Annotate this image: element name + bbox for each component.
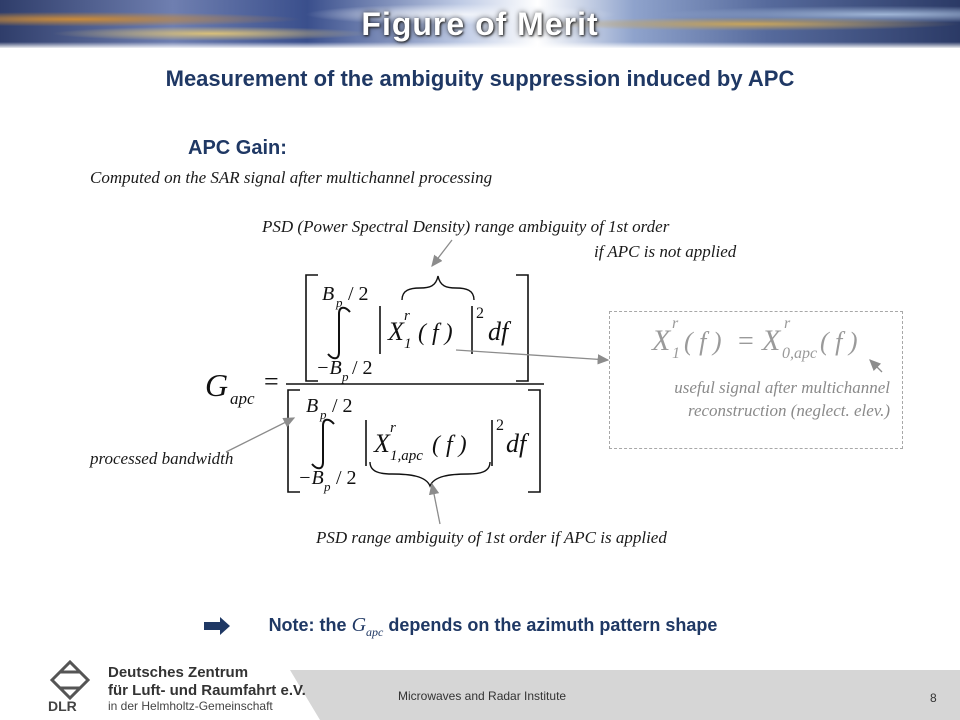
footer-institute: Microwaves and Radar Institute: [398, 689, 567, 703]
box-equals: =: [738, 326, 754, 357]
banner-sheen: [0, 42, 960, 48]
box-x-left: X: [651, 324, 672, 357]
note-suffix: depends on the azimuth pattern shape: [388, 615, 718, 635]
den-df: df: [506, 429, 530, 458]
equals-sign: =: [264, 367, 279, 396]
section-heading: APC Gain:: [188, 137, 287, 159]
numerator-right-bracket: [516, 274, 529, 382]
arrow-useful-label: [869, 359, 883, 373]
section-description: Computed on the SAR signal after multich…: [90, 168, 493, 187]
den-arg: ( f ): [432, 432, 467, 458]
num-x-sub: 1: [404, 336, 412, 352]
num-lower-limit-rest: / 2: [352, 357, 373, 379]
dlr-logo-icon: [49, 659, 91, 701]
note-symbol-main: G: [351, 614, 367, 636]
header-banner: Figure of Merit: [0, 0, 960, 48]
num-upper-limit-b: B: [322, 283, 334, 305]
num-lower-limit-b: −B: [316, 357, 342, 379]
box-x-left-sub: 1: [672, 345, 680, 362]
gain-symbol: G: [205, 367, 228, 403]
note-line: Note: the Gapc depends on the azimuth pa…: [0, 614, 960, 640]
right-arrow-icon: [204, 617, 230, 635]
num-lower-limit-sub: p: [341, 369, 349, 384]
den-lower-limit-b: −B: [298, 467, 324, 489]
den-lower-limit-sub: p: [323, 479, 331, 494]
footer-band: [290, 670, 960, 720]
psd-top-label-2: if APC is not applied: [594, 242, 737, 261]
den-x-sub: 1,apc: [390, 448, 423, 464]
box-x-right-sup: r: [784, 315, 791, 332]
num-df: df: [488, 317, 512, 346]
den-upper-limit-rest: / 2: [332, 395, 353, 417]
numerator-left-bracket: [305, 274, 318, 382]
processed-bandwidth-label: processed bandwidth: [90, 449, 234, 468]
box-x-left-sup: r: [672, 315, 679, 332]
psd-bottom-label: PSD range ambiguity of 1st order if APC …: [316, 528, 667, 547]
logo-line-3: in der Helmholtz-Gemeinschaft: [108, 699, 273, 713]
slide-subtitle: Measurement of the ambiguity suppression…: [165, 66, 795, 91]
useful-signal-line-1: useful signal after multichannel: [674, 378, 890, 397]
note-symbol-sub: apc: [366, 625, 384, 639]
num-upper-limit-sub: p: [335, 295, 343, 310]
den-x-symbol: X: [373, 429, 391, 458]
denominator-right-bracket: [528, 389, 541, 493]
gain-subscript: apc: [230, 389, 255, 408]
num-x-symbol: X: [387, 317, 405, 346]
psd-top-label: PSD (Power Spectral Density) range ambig…: [262, 217, 670, 236]
page-number: 8: [930, 691, 937, 705]
useful-signal-line-2: reconstruction (neglect. elev.): [687, 401, 890, 420]
den-power: 2: [496, 417, 504, 434]
logo-abbrev: DLR: [48, 698, 77, 714]
denominator-left-bracket: [287, 389, 300, 493]
num-power: 2: [476, 305, 484, 322]
arrow-psd-top: [431, 239, 453, 268]
arrow-psd-bottom: [428, 482, 441, 525]
den-lower-limit-rest: / 2: [336, 467, 357, 489]
logo-line-1: Deutsches Zentrum: [108, 664, 249, 681]
arrow-to-useful-box: [455, 349, 610, 365]
page-title: Figure of Merit: [361, 6, 599, 42]
box-x-right-sub: 0,apc: [782, 345, 817, 362]
useful-signal-box: [609, 311, 903, 449]
num-arg: ( f ): [418, 320, 453, 346]
box-x-left-arg: ( f ): [684, 327, 722, 356]
den-x-sup: r: [390, 420, 396, 436]
top-brace: [401, 275, 475, 301]
numerator-integral-sign: [327, 306, 351, 360]
arrow-processed-bandwidth: [225, 417, 296, 453]
note-prefix: Note: the: [268, 615, 347, 635]
box-x-right: X: [761, 324, 782, 357]
den-upper-limit-sub: p: [319, 407, 327, 422]
num-x-sup: r: [404, 308, 410, 324]
bottom-brace: [369, 461, 491, 488]
logo-line-2: für Luft- und Raumfahrt e.V.: [108, 682, 306, 699]
den-upper-limit-b: B: [306, 395, 318, 417]
useful-signal-label: useful signal after multichannel reconst…: [600, 376, 890, 422]
num-upper-limit-rest: / 2: [348, 283, 369, 305]
box-x-right-arg: ( f ): [820, 327, 858, 356]
denominator-integral-sign: [311, 418, 335, 470]
note-symbol: Gapc: [351, 614, 384, 639]
